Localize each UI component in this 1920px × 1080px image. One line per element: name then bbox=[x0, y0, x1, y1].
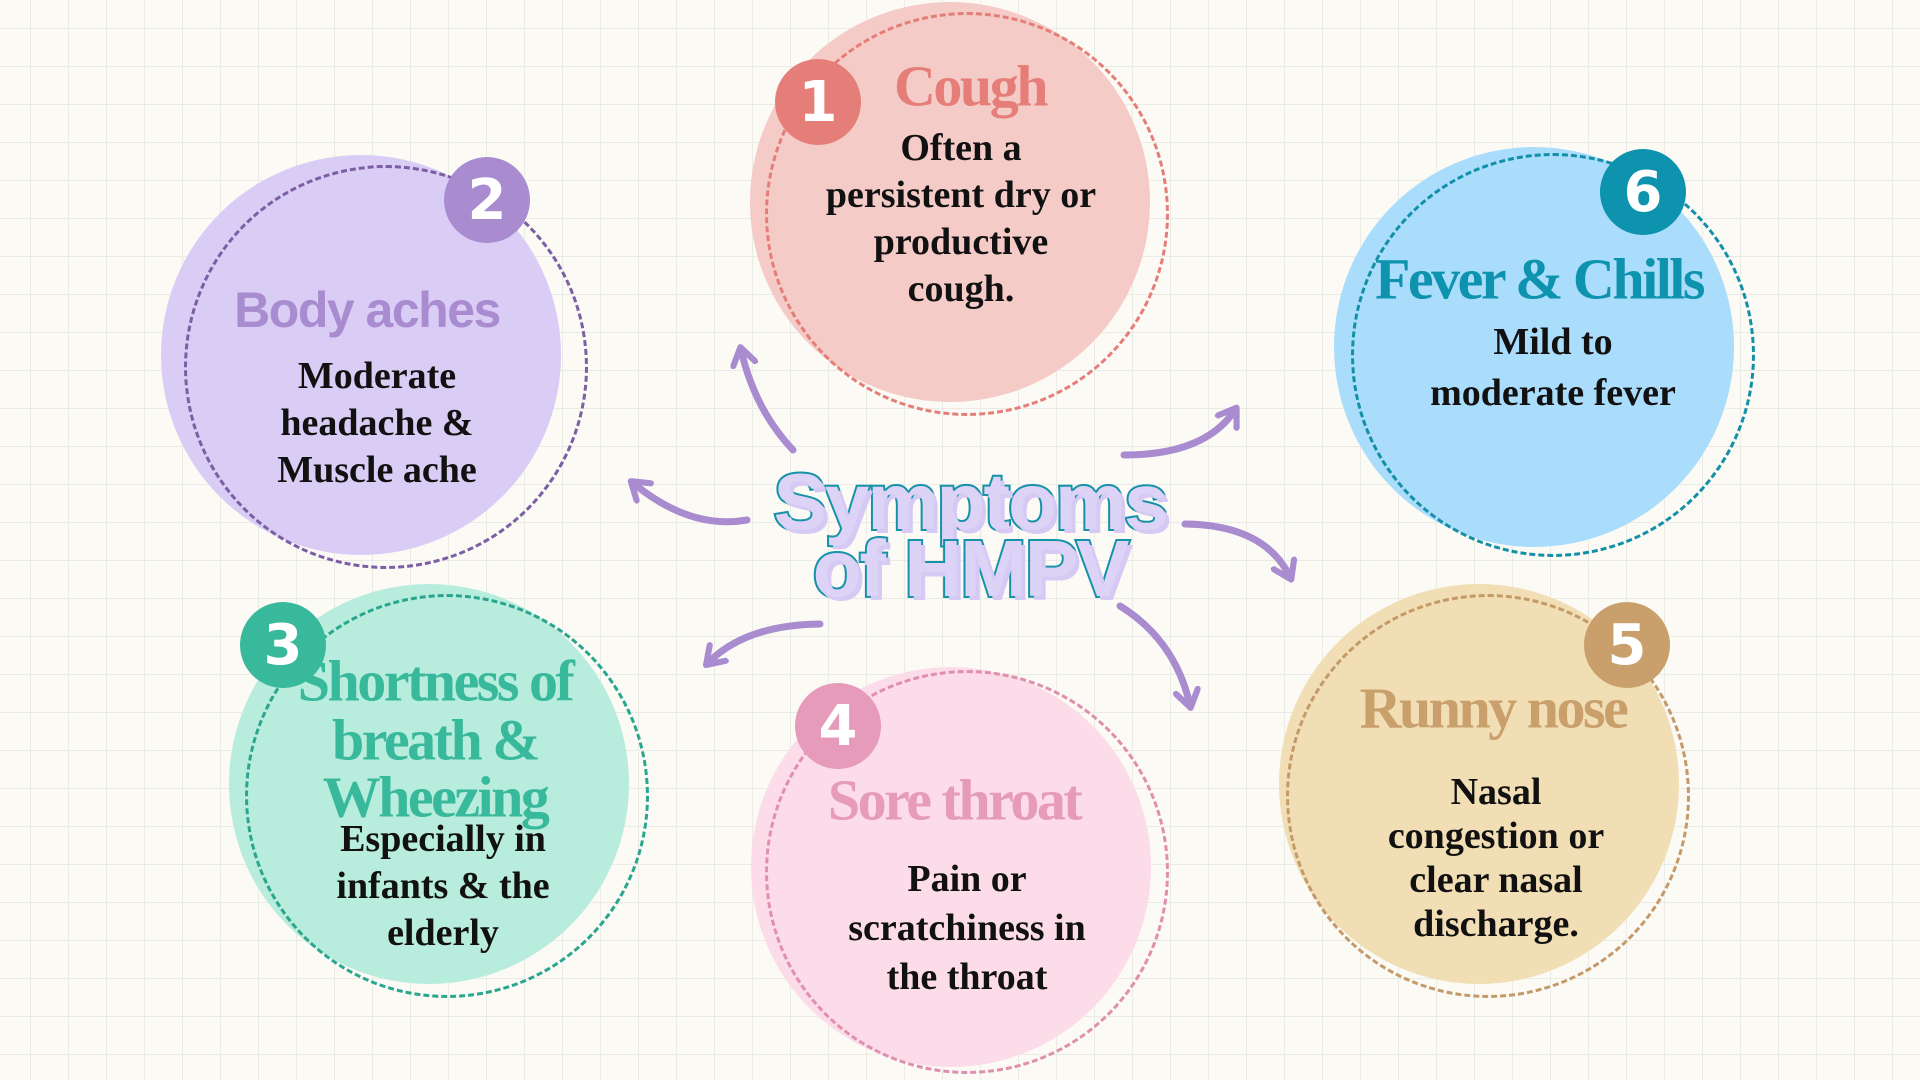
card-description: Pain or bbox=[907, 858, 1027, 900]
number-badge: 2 bbox=[444, 157, 530, 243]
card-description: Muscle ache bbox=[277, 449, 477, 491]
arrow-to-sore-throat bbox=[1116, 602, 1190, 705]
number-badge: 1 bbox=[775, 59, 861, 145]
dashed-ring bbox=[765, 670, 1169, 1074]
card-description: Mild to bbox=[1493, 321, 1613, 363]
card-description: persistent dry or bbox=[825, 174, 1097, 216]
card-description: Often a bbox=[900, 127, 1022, 169]
number-badge: 5 bbox=[1584, 602, 1670, 688]
dashed-ring bbox=[1351, 153, 1755, 557]
card-description: Moderate bbox=[297, 355, 457, 397]
card-description: discharge. bbox=[1413, 903, 1579, 945]
card-heading: Wheezing bbox=[322, 764, 550, 830]
card-heading: Runny nose bbox=[1359, 675, 1629, 741]
arrow-to-cough bbox=[741, 350, 797, 454]
dashed-ring bbox=[1286, 594, 1690, 998]
dashed-ring bbox=[245, 594, 649, 998]
card-description: elderly bbox=[387, 912, 499, 954]
card-description: Nasal bbox=[1450, 771, 1542, 813]
card-heading: breath & bbox=[331, 707, 541, 773]
arrow-to-runny-nose bbox=[1181, 520, 1290, 577]
card-heading: Fever & Chills bbox=[1375, 246, 1705, 312]
card-heading: Body aches bbox=[234, 282, 501, 338]
arrow-to-fever bbox=[1120, 410, 1235, 459]
dashed-ring bbox=[765, 12, 1169, 416]
number-badge: 6 bbox=[1600, 149, 1686, 235]
arrow-to-shortness-of-breath bbox=[708, 620, 824, 663]
card-description: productive bbox=[873, 221, 1049, 263]
card-description: scratchiness in bbox=[848, 907, 1086, 949]
card-description: headache & bbox=[280, 402, 474, 444]
number-badge: 4 bbox=[795, 683, 881, 769]
card-description: congestion or bbox=[1387, 815, 1605, 857]
dashed-ring bbox=[184, 165, 588, 569]
arrow-to-body-aches bbox=[633, 483, 751, 526]
card-heading: Sore throat bbox=[827, 767, 1083, 833]
title-line-1: Symptoms bbox=[772, 455, 1171, 548]
card-description: cough. bbox=[907, 268, 1015, 310]
card-description: clear nasal bbox=[1409, 859, 1583, 901]
card-description: Especially in bbox=[340, 818, 546, 860]
card-heading: Shortness of bbox=[297, 648, 575, 714]
card-description: infants & the bbox=[336, 865, 550, 907]
card-heading: Cough bbox=[894, 53, 1048, 119]
number-badge: 3 bbox=[240, 602, 326, 688]
card-description: the throat bbox=[886, 956, 1048, 998]
card-description: moderate fever bbox=[1430, 372, 1676, 414]
title-line-2: of HMPV bbox=[811, 522, 1132, 615]
